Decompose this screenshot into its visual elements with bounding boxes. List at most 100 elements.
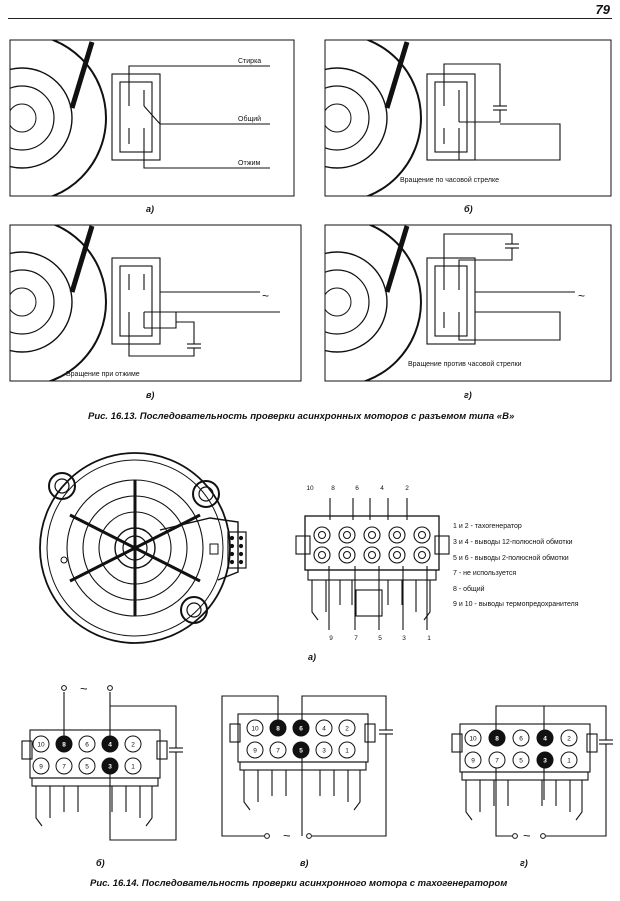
- fig13-panel-a: Стирка Общий Отжим а): [9, 39, 295, 214]
- connector-v-pin-label-1: 1: [345, 747, 349, 754]
- connector-v-pin-3: [315, 741, 333, 759]
- connector-b-pin-10: [32, 735, 50, 753]
- connector-a-pin-core-3: [393, 551, 401, 559]
- connector-g-pin-7: [488, 751, 506, 769]
- legend-2: 3 и 4 - выводы 12-полюсной обмотки: [453, 538, 573, 546]
- label-obshiy: Общий: [238, 115, 261, 123]
- connector-b-pin-5: [78, 757, 96, 775]
- connector-b-pin-1: [124, 757, 142, 775]
- label-spin: Вращение при отжиме: [66, 371, 140, 378]
- connector-a-pin-core-10: [318, 531, 326, 539]
- connector-a-bottom-label-9: 9: [329, 635, 333, 642]
- connector-v-pin-4: [315, 719, 333, 737]
- connector-b-pin-label-1: 1: [131, 763, 135, 770]
- legend-1: 1 и 2 - тахогенератор: [453, 523, 522, 530]
- tilde-g: ~: [578, 289, 585, 303]
- tilde-v2: ~: [283, 828, 291, 843]
- connector-a-pin-core-4: [393, 531, 401, 539]
- fig14-letter-g: г): [520, 858, 528, 868]
- connector-b-pin-8: [55, 735, 73, 753]
- connector-b-pin-label-6: 6: [85, 741, 89, 748]
- connector-b-pin-7: [55, 757, 73, 775]
- connector-a-pin-6: [363, 526, 381, 544]
- connector-g-pin-10: [464, 729, 482, 747]
- connector-v-pin-label-8: 8: [276, 725, 280, 732]
- fig14-letter-b: б): [96, 858, 105, 868]
- legend-3: 5 и 6 - выводы 2-полюсной обмотки: [453, 554, 569, 562]
- connector-a-pin-3: [388, 546, 406, 564]
- fig14-letter-a: а): [308, 652, 316, 662]
- connector-a-pin-5: [363, 546, 381, 564]
- connector-a-bottom-label-5: 5: [378, 635, 382, 642]
- panel-letter-b: б): [464, 204, 473, 214]
- connector-b-pin-label-10: 10: [37, 741, 45, 748]
- connector-g-pin-label-5: 5: [519, 757, 523, 764]
- connector-a-pin-core-8: [343, 531, 351, 539]
- connector-a-top-label-10: 10: [306, 485, 314, 492]
- connector-v-pin-6: [292, 719, 310, 737]
- connector-a-bottom-label-7: 7: [354, 635, 358, 642]
- fig14-letter-v: в): [300, 858, 308, 868]
- tilde-b: ~: [80, 681, 88, 696]
- header-rule: [8, 18, 612, 19]
- legend-4: 7 - не используется: [453, 570, 516, 577]
- connector-b-pin-label-2: 2: [131, 741, 135, 748]
- connector-v-pin-label-3: 3: [322, 747, 326, 754]
- connector-g-pin-label-8: 8: [495, 735, 499, 742]
- connector-v-pin-label-10: 10: [251, 725, 259, 732]
- connector-a-pin-core-1: [418, 551, 426, 559]
- connector-g-pin-label-4: 4: [543, 735, 547, 742]
- label-stirka: Стирка: [238, 58, 261, 65]
- connector-g-pin-9: [464, 751, 482, 769]
- panel-letter-a: а): [146, 204, 154, 214]
- connector-g-pin-1: [560, 751, 578, 769]
- label-ccw: Вращение против часовой стрелки: [408, 360, 522, 368]
- connector-v-pin-7: [269, 741, 287, 759]
- label-cw: Вращение по часовой стрелке: [400, 176, 499, 184]
- connector-a-pin-4: [388, 526, 406, 544]
- connector-g-pin-5: [512, 751, 530, 769]
- connector-a-pin-8: [338, 526, 356, 544]
- connector-b-pin-label-3: 3: [108, 763, 112, 770]
- connector-v-pin-2: [338, 719, 356, 737]
- connector-v-pin-label-6: 6: [299, 725, 303, 732]
- connector-a-top-label-4: 4: [380, 485, 384, 492]
- connector-b-pin-6: [78, 735, 96, 753]
- connector-a-pin-2: [413, 526, 431, 544]
- motor-drawing: [39, 452, 247, 644]
- connector-g-pin-label-3: 3: [543, 757, 547, 764]
- connector-g-pin-label-1: 1: [567, 757, 571, 764]
- tilde-g2: ~: [523, 828, 531, 843]
- connector-a-pin-7: [338, 546, 356, 564]
- connector-a-bottom-label-3: 3: [402, 635, 406, 642]
- connector-a-pin-core-5: [368, 551, 376, 559]
- connector-a-pin-1: [413, 546, 431, 564]
- fig13-caption: Рис. 16.13. Последовательность проверки …: [88, 411, 514, 422]
- connector-v-pin-8: [269, 719, 287, 737]
- page-number: 79: [595, 2, 610, 17]
- legend-6: 9 и 10 - выводы термопредохранителя: [453, 601, 579, 608]
- connector-a-pin-core-6: [368, 531, 376, 539]
- connector-g-pin-label-6: 6: [519, 735, 523, 742]
- connector-g-pin-label-9: 9: [471, 757, 475, 764]
- tilde-v: ~: [262, 289, 269, 303]
- connector-v-pin-1: [338, 741, 356, 759]
- connector-b-pin-3: [101, 757, 119, 775]
- connector-a-top-label-6: 6: [355, 485, 359, 492]
- connector-v-pin-label-5: 5: [299, 747, 303, 754]
- pin-legend: 1 и 2 - тахогенератор 3 и 4 - выводы 12-…: [453, 523, 579, 608]
- connector-a-top-label-8: 8: [331, 485, 335, 492]
- connector-g-pin-label-2: 2: [567, 735, 571, 742]
- connector-b-pin-label-7: 7: [62, 763, 66, 770]
- connector-v-pin-9: [246, 741, 264, 759]
- connector-g-pin-label-10: 10: [469, 735, 477, 742]
- fig13-panel-g: ~ Вращение против часовой стрелки г): [324, 224, 612, 400]
- legend-5: 8 - общий: [453, 585, 485, 593]
- connector-v-pin-10: [246, 719, 264, 737]
- connector-a-pin-10: [313, 526, 331, 544]
- connector-a-pin-core-9: [318, 551, 326, 559]
